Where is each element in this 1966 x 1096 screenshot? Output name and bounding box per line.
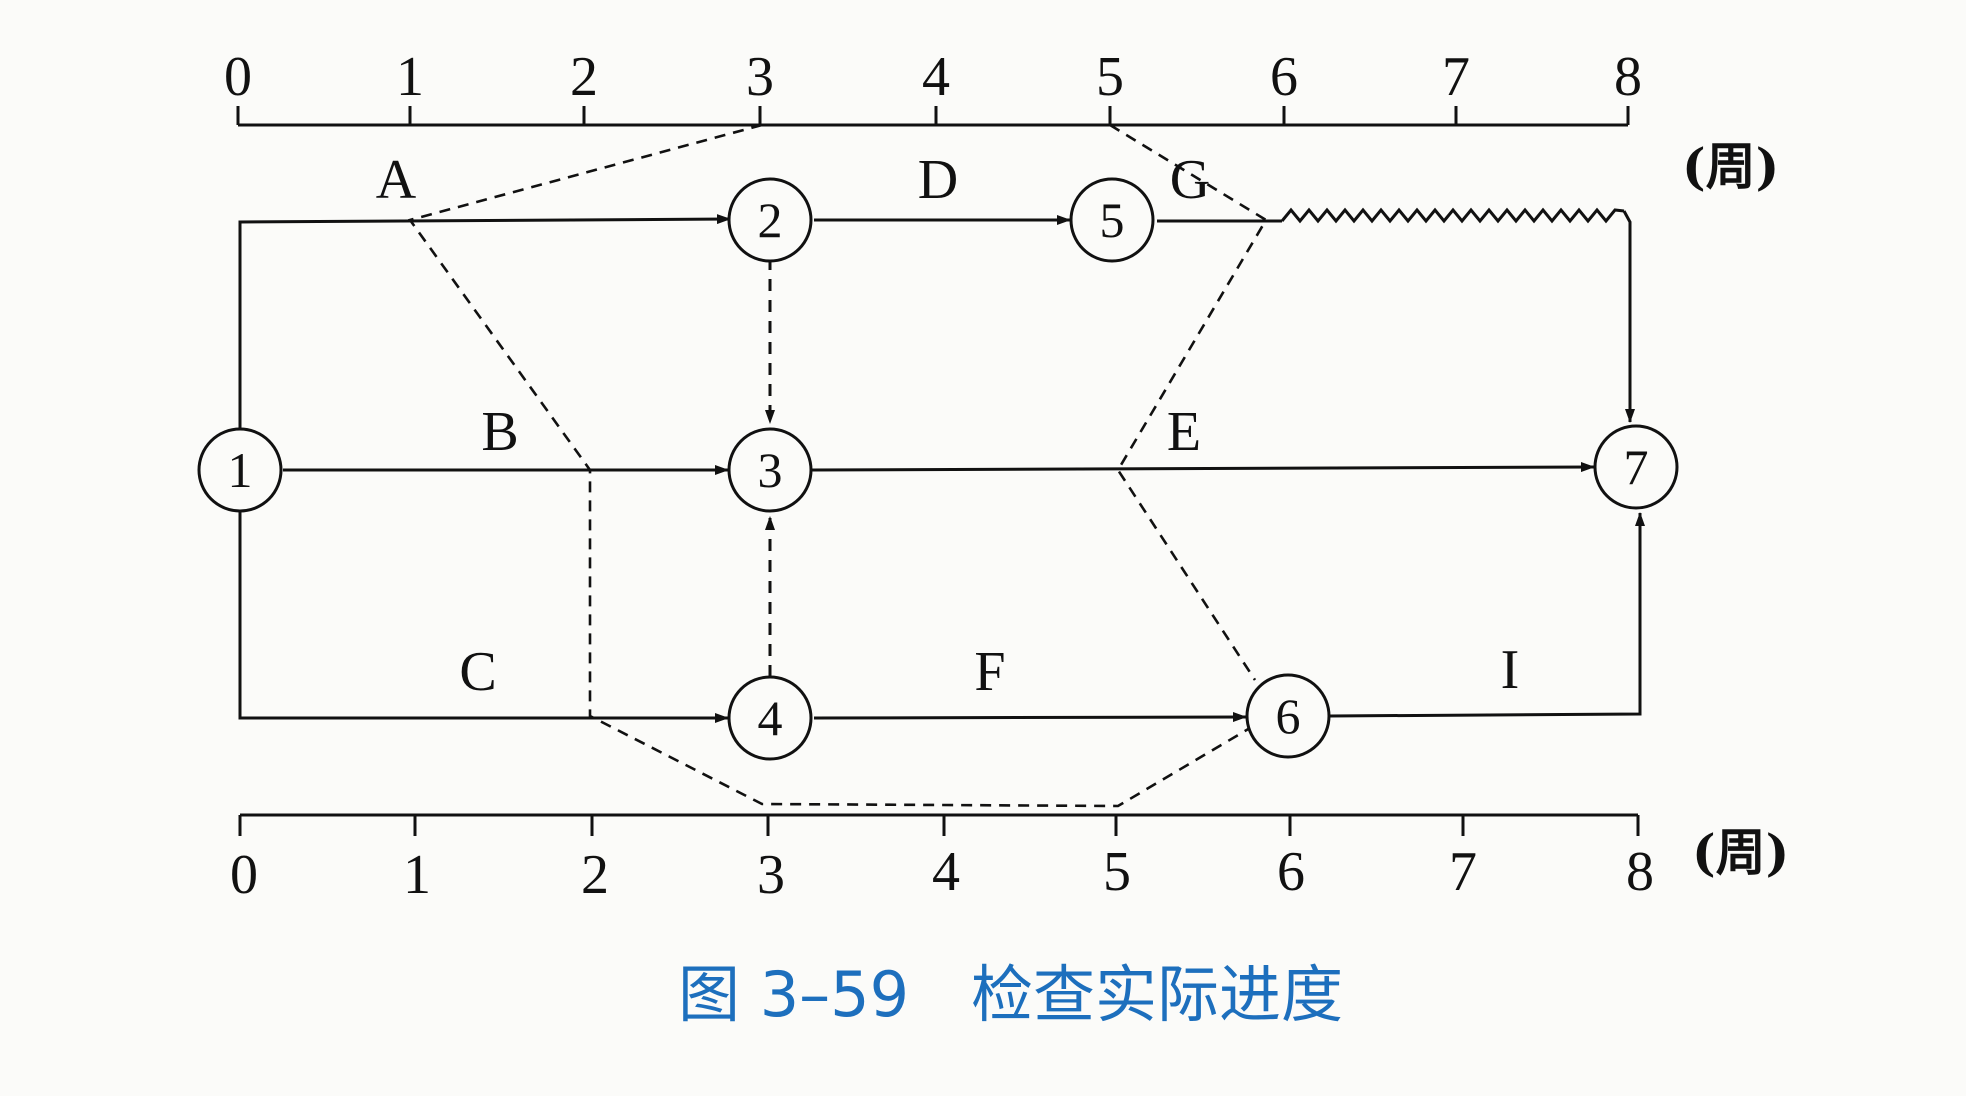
top-tick-6: 6 — [1270, 46, 1298, 108]
node-label-3: 3 — [758, 442, 783, 498]
arrow-e — [811, 462, 1595, 473]
node-5 — [1069, 177, 1155, 263]
node-4 — [727, 675, 813, 761]
activity-label-c: C — [459, 641, 496, 703]
figure-caption: 图 3–59 检查实际进度 — [678, 958, 1343, 1031]
activity-label-a: A — [376, 149, 417, 211]
node-label-7: 7 — [1624, 439, 1649, 495]
activity-labels: A B C D E F G I — [376, 149, 1520, 703]
bottom-tick-3: 3 — [757, 844, 785, 906]
top-tick-1: 1 — [396, 46, 424, 108]
top-tick-8: 8 — [1614, 46, 1642, 108]
activity-label-d: D — [918, 149, 958, 211]
node-label-4: 4 — [758, 690, 783, 746]
activity-arrows — [238, 207, 1645, 723]
node-labels: 1 2 3 4 5 6 7 — [228, 192, 1649, 746]
node-label-1: 1 — [228, 442, 253, 498]
top-tick-3: 3 — [746, 46, 774, 108]
top-tick-0: 0 — [224, 46, 252, 108]
node-3 — [727, 427, 813, 513]
node-7 — [1593, 424, 1679, 510]
bottom-tick-0: 0 — [230, 844, 258, 906]
bottom-tick-8: 8 — [1626, 841, 1654, 903]
bottom-tick-2: 2 — [581, 844, 609, 906]
bottom-time-axis: 0 1 2 3 4 5 6 7 8 (周) — [230, 813, 1789, 906]
top-time-axis: 0 1 2 3 4 5 6 7 8 (周) — [224, 46, 1779, 196]
top-tick-4: 4 — [922, 46, 950, 108]
bottom-tick-4: 4 — [932, 841, 960, 903]
arrow-i — [1329, 512, 1645, 718]
arrow-f — [813, 712, 1247, 723]
top-tick-7: 7 — [1442, 46, 1470, 108]
arrow-a — [238, 214, 731, 434]
bottom-tick-5: 5 — [1103, 841, 1131, 903]
activity-label-b: B — [481, 401, 518, 463]
node-label-2: 2 — [758, 192, 783, 248]
free-float-zigzag — [1280, 207, 1625, 224]
node-2 — [727, 177, 813, 263]
node-label-5: 5 — [1100, 192, 1125, 248]
activity-label-i: I — [1501, 639, 1520, 701]
event-nodes — [197, 177, 1679, 761]
bottom-tick-1: 1 — [403, 844, 431, 906]
arrow-g-to-7 — [1622, 210, 1635, 423]
arrow-c — [238, 505, 729, 723]
progress-check-line — [407, 123, 1268, 808]
node-label-6: 6 — [1276, 688, 1301, 744]
node-6 — [1245, 673, 1331, 759]
top-tick-5: 5 — [1096, 46, 1124, 108]
top-tick-2: 2 — [570, 46, 598, 108]
activity-label-g: G — [1170, 149, 1210, 211]
bottom-tick-6: 6 — [1277, 841, 1305, 903]
activity-label-e: E — [1167, 401, 1201, 463]
top-axis-unit: (周) — [1682, 137, 1779, 196]
bottom-axis-unit: (周) — [1692, 823, 1789, 882]
bottom-tick-7: 7 — [1449, 841, 1477, 903]
activity-label-f: F — [974, 641, 1005, 703]
node-1 — [197, 427, 283, 513]
